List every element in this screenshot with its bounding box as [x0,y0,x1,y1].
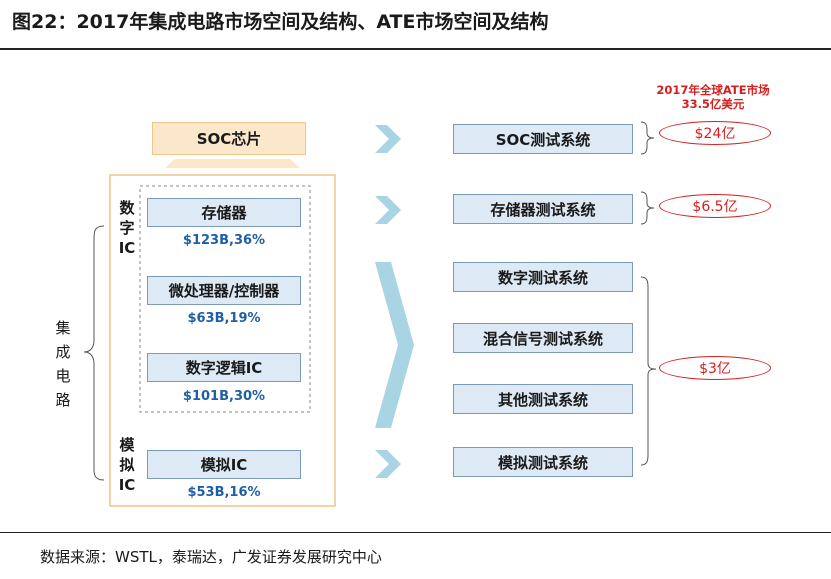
page-title: 图22：2017年集成电路市场空间及结构、ATE市场空间及结构 [12,11,549,33]
chevron-icon-digital [375,262,414,428]
analog-test-system-box: 模拟测试系统 [453,447,633,477]
soc-chip-box: SOC芯片 [152,122,306,155]
microprocessor-value: $63B,19% [187,311,261,326]
others-value-oval: $3亿 [659,356,771,380]
microprocessor-box: 微处理器/控制器 [147,276,301,305]
brace-memory [640,191,655,225]
digital-logic-box: 数字逻辑IC [147,353,301,382]
chevron-icon-soc [375,125,401,153]
source-note: 数据来源：WSTL，泰瑞达，广发证券发展研究中心 [40,548,382,566]
digital-group-frame [139,185,311,413]
memory-box: 存储器 [147,198,301,227]
memory-value-oval: $6.5亿 [659,194,771,218]
analog-box: 模拟IC [147,450,301,479]
soc-value-oval: $24亿 [659,121,771,145]
chevron-icon-memory [375,196,401,224]
brace-others [640,276,657,466]
title-rule [0,48,831,50]
ate-market-header: 2017年全球ATE市场 33.5亿美元 [656,83,770,111]
analog-value: $53B,16% [187,485,261,500]
ic-frame [109,174,336,507]
memory-value: $123B,36% [182,233,266,248]
chevron-icon-analog [375,450,401,478]
soc-test-system-box: SOC测试系统 [453,124,633,154]
footer-rule [0,532,831,533]
ic-brace [83,225,105,481]
digital-logic-value: $101B,30% [182,389,266,404]
brace-soc [640,121,655,155]
memory-test-system-box: 存储器测试系统 [453,194,633,224]
other-test-system-box: 其他测试系统 [453,384,633,414]
soc-wedge [165,159,300,168]
ic-label: 集成电路 [55,319,71,409]
digital-test-system-box: 数字测试系统 [453,262,633,292]
mixed-signal-test-system-box: 混合信号测试系统 [453,323,633,353]
